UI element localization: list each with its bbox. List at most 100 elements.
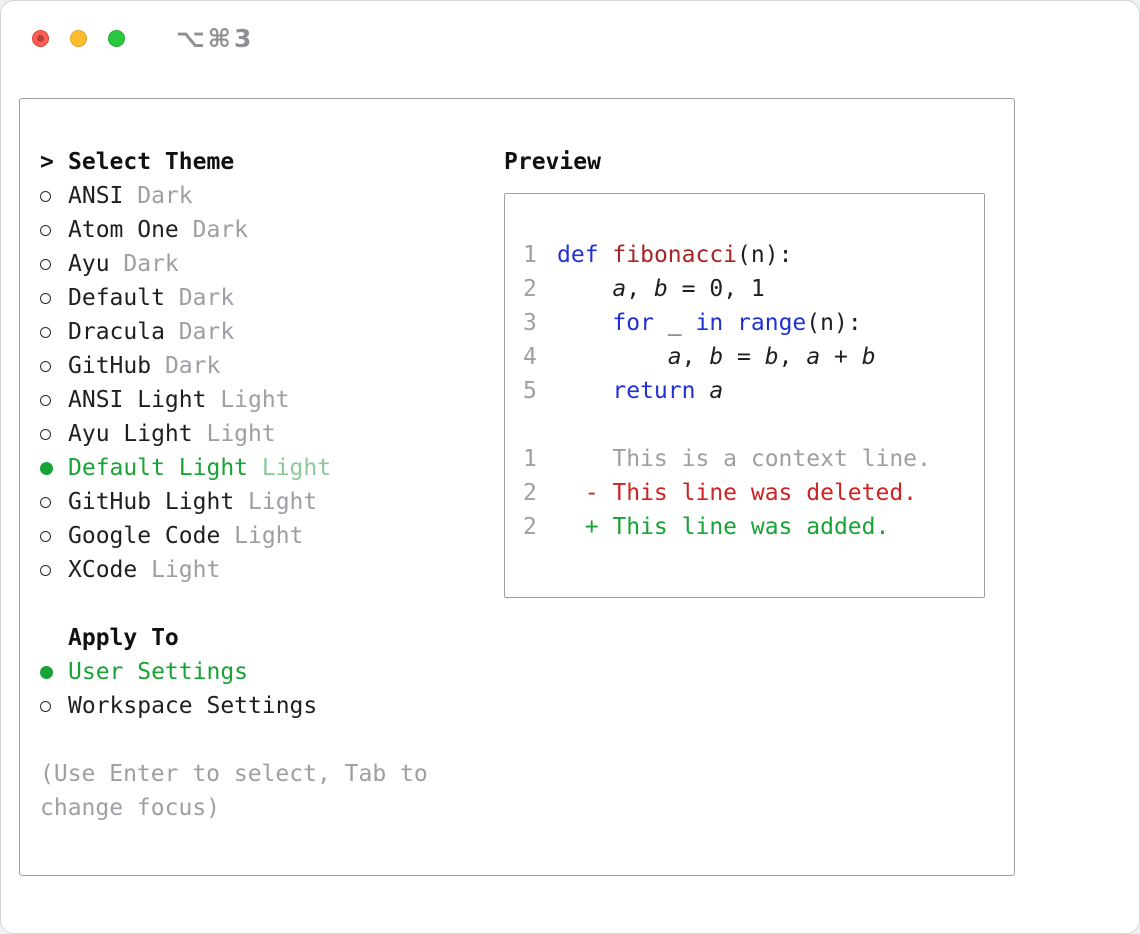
- theme-item-dracula[interactable]: Dracula Dark: [40, 315, 490, 349]
- radio-icon: [40, 564, 68, 576]
- apply-to-option-workspace-settings[interactable]: Workspace Settings: [40, 689, 490, 723]
- radio-icon: [40, 292, 68, 304]
- code-line: 3 for _ in range(n):: [523, 306, 984, 340]
- theme-variant: Light: [234, 489, 318, 515]
- code-token: +: [820, 344, 862, 370]
- line-number: 1: [523, 446, 537, 472]
- theme-name: Default: [68, 285, 165, 311]
- theme-item-google-code[interactable]: Google Code Light: [40, 519, 490, 553]
- zoom-button-icon[interactable]: [108, 30, 125, 47]
- line-number: 4: [523, 344, 537, 370]
- diff-text: - This line was deleted.: [557, 480, 918, 506]
- theme-variant: Light: [137, 557, 221, 583]
- theme-item-github-light[interactable]: GitHub Light Light: [40, 485, 490, 519]
- apply-to-option-user-settings[interactable]: User Settings: [40, 655, 490, 689]
- theme-variant: Dark: [178, 217, 249, 243]
- code-token: for: [612, 310, 654, 336]
- code-token: def: [557, 242, 599, 268]
- apply-to-header: Apply To: [40, 621, 490, 655]
- code-token: ,: [626, 276, 654, 302]
- theme-variant: Dark: [164, 285, 235, 311]
- radio-selected-icon: [40, 665, 68, 679]
- line-number: 1: [523, 242, 537, 268]
- theme-variant: Dark: [109, 251, 179, 277]
- code-token: (n):: [737, 242, 793, 268]
- close-button-icon[interactable]: [32, 30, 49, 47]
- code-line: 5 return a: [523, 374, 984, 408]
- preview-header: Preview: [504, 145, 985, 179]
- code-token: range: [737, 310, 807, 336]
- theme-name: Ayu Light: [68, 421, 193, 447]
- theme-name: GitHub: [68, 353, 152, 379]
- code-token: [557, 374, 612, 408]
- code-token: = 0, 1: [667, 276, 765, 302]
- theme-variant: Light: [192, 421, 276, 447]
- theme-item-atom-one[interactable]: Atom One Dark: [40, 213, 490, 247]
- line-number: 2: [523, 276, 537, 302]
- radio-icon: [40, 258, 68, 270]
- code-token: b: [861, 344, 876, 370]
- code-token: ,: [778, 344, 807, 370]
- diff-line-context: 1 This is a context line.: [523, 442, 984, 476]
- line-number: 3: [523, 310, 537, 336]
- code-token: b: [764, 344, 779, 370]
- code-token: [723, 306, 737, 340]
- radio-icon: [40, 428, 68, 440]
- theme-variant: Light: [248, 455, 332, 481]
- minimize-button-icon[interactable]: [70, 30, 87, 47]
- theme-item-xcode[interactable]: XCode Light: [40, 553, 490, 587]
- diff-line-added: 2 + This line was added.: [523, 510, 984, 544]
- code-token: (n):: [806, 310, 862, 336]
- prompt-icon: >: [40, 149, 54, 175]
- theme-item-default[interactable]: Default Dark: [40, 281, 490, 315]
- code-line: 4 a, b = b, a + b: [523, 340, 984, 374]
- code-token: [599, 238, 613, 272]
- theme-item-github[interactable]: GitHub Dark: [40, 349, 490, 383]
- theme-item-ayu[interactable]: Ayu Dark: [40, 247, 490, 281]
- theme-item-ayu-light[interactable]: Ayu Light Light: [40, 417, 490, 451]
- line-number: 2: [523, 514, 537, 540]
- spacer: [40, 587, 490, 621]
- theme-name: Ayu: [68, 251, 110, 277]
- code-token: ,: [681, 344, 710, 370]
- diff-line-deleted: 2 - This line was deleted.: [523, 476, 984, 510]
- code-token: b: [709, 344, 724, 370]
- radio-icon: [40, 394, 68, 406]
- code-token: [695, 374, 709, 408]
- window-shortcut: ⌥⌘3: [176, 24, 255, 53]
- code-token: in: [695, 310, 724, 336]
- diff-text: + This line was added.: [557, 514, 890, 540]
- diff-text: This is a context line.: [557, 446, 931, 472]
- code-token: a: [612, 276, 627, 302]
- theme-variant: Dark: [151, 353, 221, 379]
- theme-variant: Light: [206, 387, 290, 413]
- help-text: (Use Enter to select, Tab to change focu…: [40, 761, 442, 821]
- theme-name: Google Code: [68, 523, 221, 549]
- prompt-marker: >: [40, 145, 68, 179]
- theme-item-ansi[interactable]: ANSI Dark: [40, 179, 490, 213]
- code-token: return: [612, 378, 696, 404]
- radio-icon: [40, 326, 68, 338]
- apply-to-label: Workspace Settings: [68, 693, 318, 719]
- theme-name: Dracula: [68, 319, 165, 345]
- code-token: a: [667, 344, 682, 370]
- theme-list-header: > Select Theme: [40, 145, 490, 179]
- theme-item-ansi-light[interactable]: ANSI Light Light: [40, 383, 490, 417]
- code-token: _: [653, 310, 696, 336]
- code-token: fibonacci: [612, 242, 738, 268]
- radio-icon: [40, 224, 68, 236]
- radio-icon: [40, 360, 68, 372]
- code-token: a: [709, 378, 724, 404]
- code-token: =: [723, 344, 765, 370]
- radio-icon: [40, 530, 68, 542]
- titlebar: ⌥⌘3: [1, 1, 1139, 76]
- theme-name: Default Light: [68, 455, 249, 481]
- apply-to-title: Apply To: [68, 625, 179, 651]
- theme-item-default-light[interactable]: Default Light Light: [40, 451, 490, 485]
- radio-icon: [40, 190, 68, 202]
